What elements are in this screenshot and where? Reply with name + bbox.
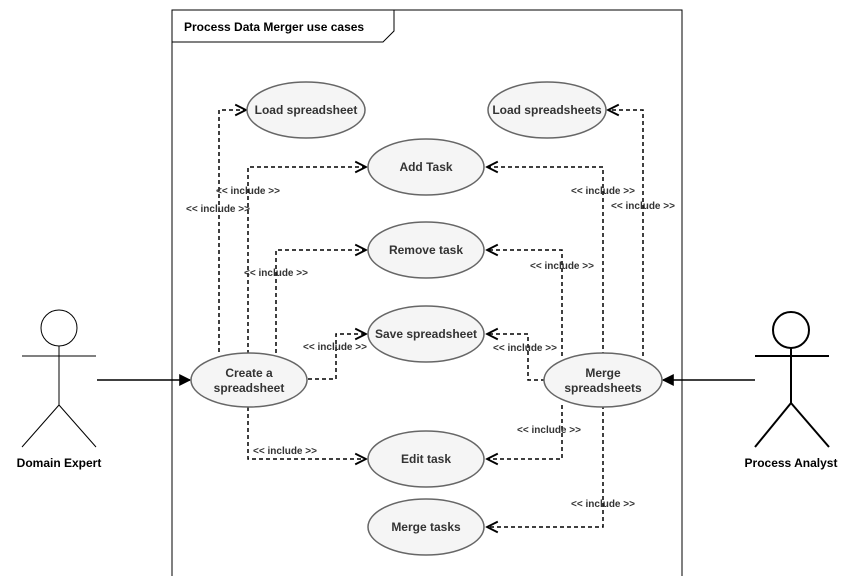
use-case-label: Add Task [399,160,452,174]
include-label: << include >> [216,186,280,197]
system-boundary: Process Data Merger use cases [171,9,683,576]
use-case-save-spreadsheet[interactable]: Save spreadsheet [367,305,485,363]
include-links-left [218,110,366,459]
include-remove-task-merge [487,250,563,356]
include-links-right [487,110,644,527]
include-edit-task [247,407,366,459]
use-case-label: Save spreadsheet [375,327,477,341]
include-label: << include >> [253,446,317,457]
include-label: << include >> [244,268,308,279]
include-save-spreadsheet [308,334,366,380]
include-label: << include >> [186,204,250,215]
use-case-edit-task[interactable]: Edit task [367,430,485,488]
actor-process-analyst[interactable]: Process Analyst [745,311,838,470]
use-case-add-task[interactable]: Add Task [367,138,485,196]
use-case-merge-tasks[interactable]: Merge tasks [367,498,485,556]
include-load-spreadsheets [608,110,644,356]
include-labels: << include >> << include >> << include >… [186,186,675,510]
include-label: << include >> [571,186,635,197]
include-label: << include >> [517,425,581,436]
actor-label: Process Analyst [745,456,838,470]
use-case-load-spreadsheets[interactable]: Load spreadsheets [487,81,607,139]
include-remove-task [275,250,366,353]
actor-domain-expert[interactable]: Domain Expert [17,309,102,470]
use-case-create-spreadsheet[interactable]: Create a spreadsheet [190,352,308,408]
use-case-remove-task[interactable]: Remove task [367,221,485,279]
use-case-label-line-1: Merge [585,366,621,380]
use-case-label-line-1: Create a [225,366,273,380]
actor-label: Domain Expert [17,456,102,470]
include-label: << include >> [571,499,635,510]
include-add-task-merge [487,167,604,356]
use-case-merge-spreadsheets[interactable]: Merge spreadsheets [543,352,663,408]
use-case-label: Remove task [389,243,463,257]
include-label: << include >> [493,343,557,354]
use-case-label: Load spreadsheets [492,103,602,117]
include-label: << include >> [530,261,594,272]
include-load-spreadsheet [218,110,246,352]
use-case-label: Merge tasks [391,520,461,534]
use-case-label-line-2: spreadsheet [214,381,285,395]
include-label: << include >> [303,342,367,353]
use-case-label-line-2: spreadsheets [564,381,642,395]
use-case-label: Load spreadsheet [255,103,358,117]
system-title: Process Data Merger use cases [184,20,364,34]
include-label: << include >> [611,201,675,212]
use-case-label: Edit task [401,452,451,466]
use-case-load-spreadsheet[interactable]: Load spreadsheet [246,81,366,139]
include-merge-tasks [487,405,604,527]
include-edit-task-merge [487,405,563,459]
include-save-spreadsheet-merge [487,334,545,381]
